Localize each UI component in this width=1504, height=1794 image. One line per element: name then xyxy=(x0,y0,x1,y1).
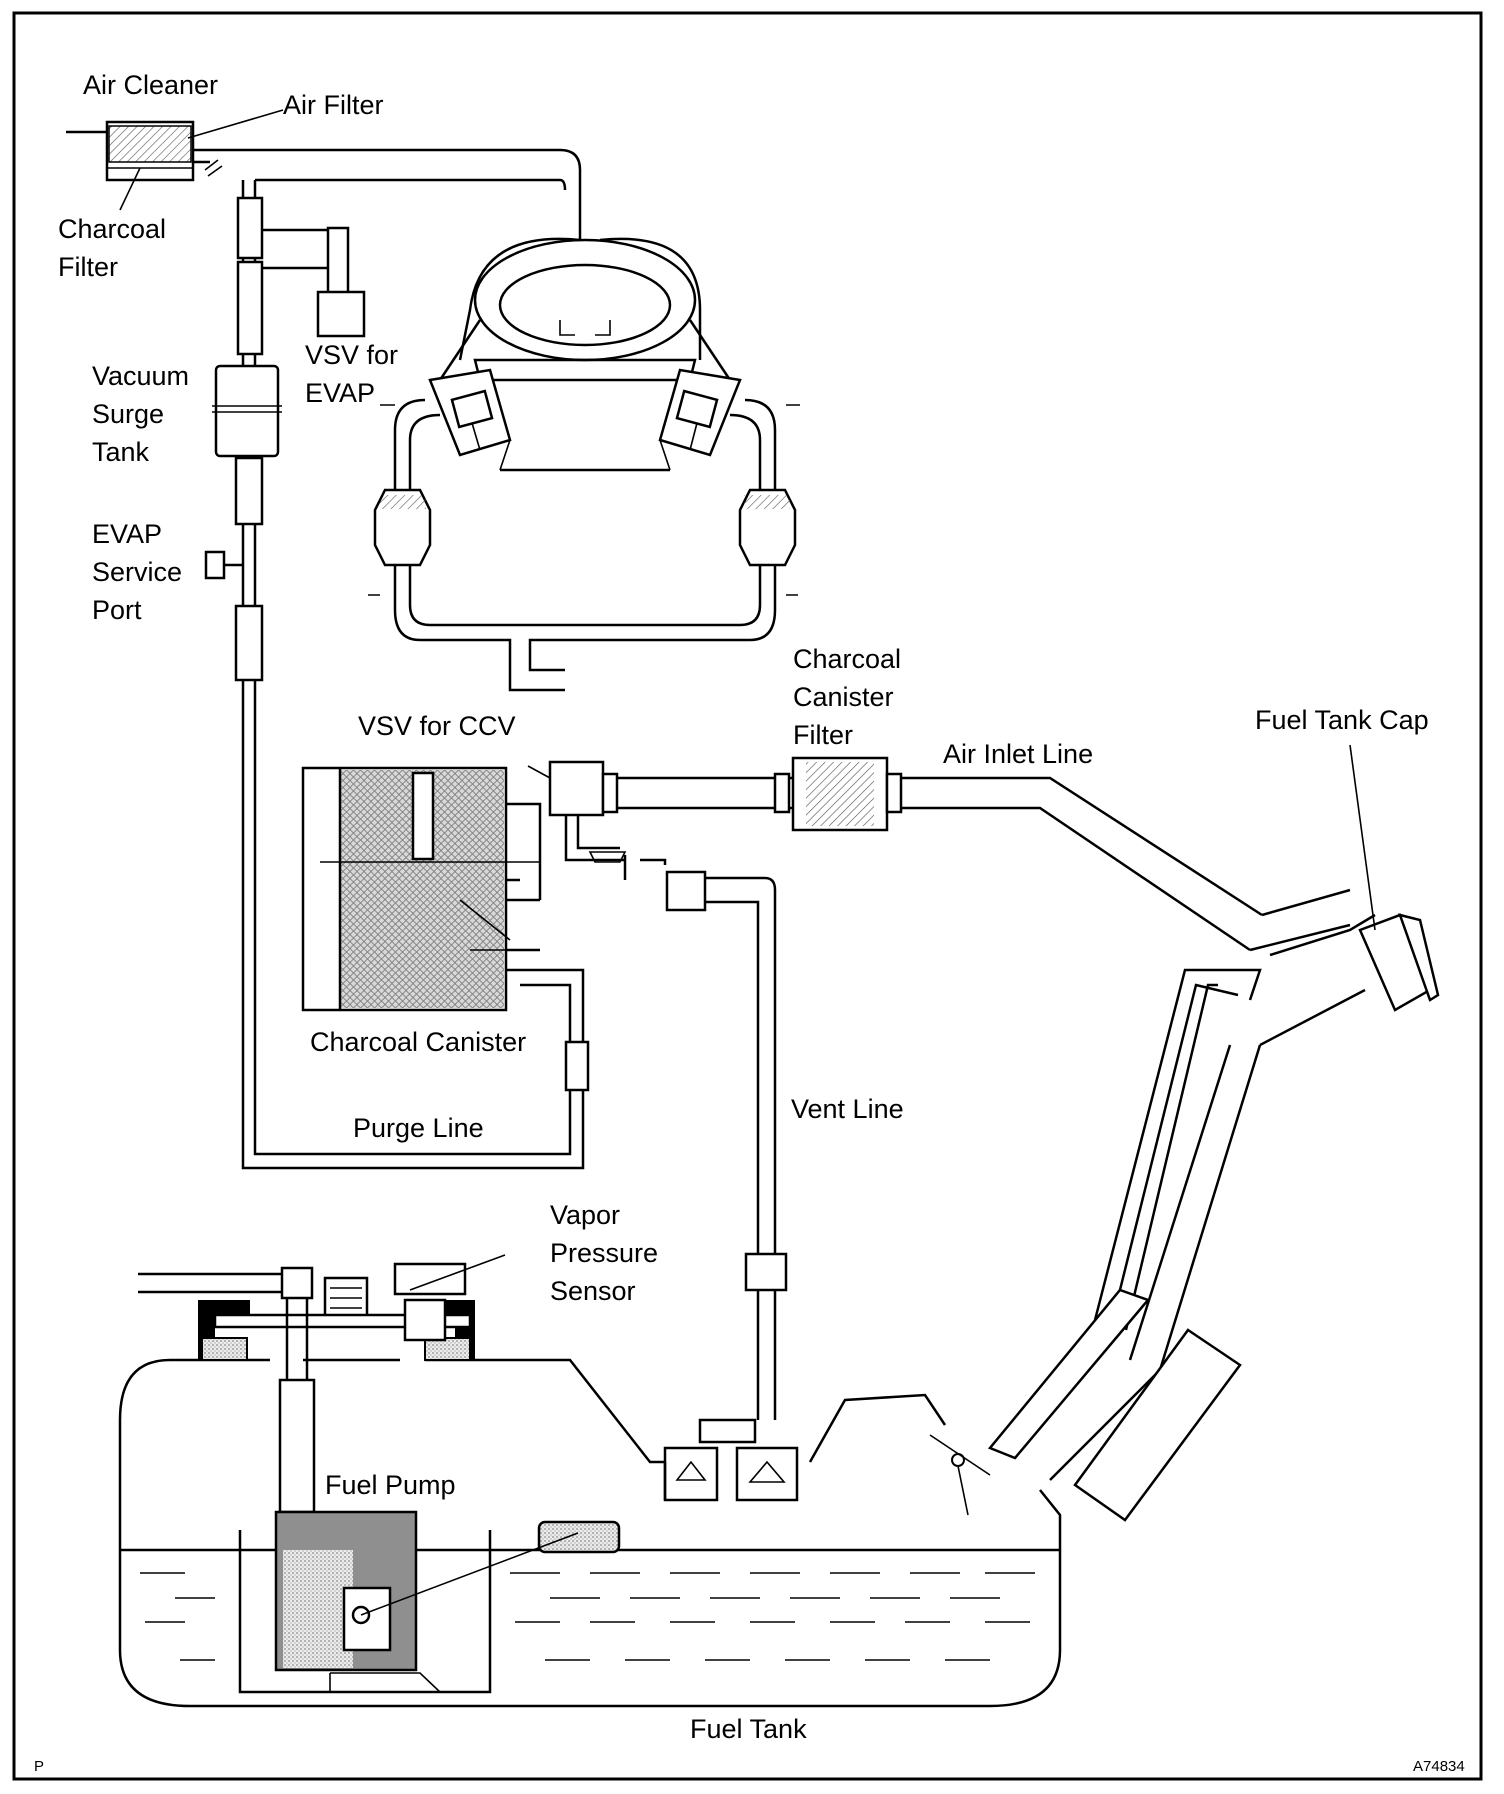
vsv-ccv xyxy=(527,760,800,1420)
label-canister-filter-1: Charcoal xyxy=(793,644,901,674)
label-vacuum-2: Surge xyxy=(92,399,164,429)
figure-code: A74834 xyxy=(1413,1758,1465,1775)
label-vapor-1: Vapor xyxy=(550,1200,620,1230)
diagram-frame xyxy=(12,11,1483,1781)
label-purge-line: Purge Line xyxy=(353,1113,484,1143)
engine xyxy=(368,237,800,692)
label-canister-filter-3: Filter xyxy=(793,720,853,750)
label-air-cleaner: Air Cleaner xyxy=(83,70,218,100)
label-evap-port-3: Port xyxy=(92,595,142,625)
label-evap-port-1: EVAP xyxy=(92,519,162,549)
label-vacuum-3: Tank xyxy=(92,437,150,467)
filler-neck xyxy=(929,913,1440,1522)
charcoal-canister xyxy=(301,766,585,1042)
purge-pipe-vertical xyxy=(204,178,590,1170)
canister-filter xyxy=(791,756,1351,952)
label-vsv-ccv: VSV for CCV xyxy=(358,711,516,741)
label-fuel-pump: Fuel Pump xyxy=(325,1470,456,1500)
label-evap-port-2: Service xyxy=(92,557,182,587)
label-vent-line: Vent Line xyxy=(791,1094,904,1124)
labels: Air Cleaner Air Filter Charcoal Filter V… xyxy=(34,70,1465,1775)
label-charcoal-filter-2: Filter xyxy=(58,252,118,282)
label-vsv-evap-2: EVAP xyxy=(305,378,375,408)
label-vsv-evap-1: VSV for xyxy=(305,340,398,370)
tank-vent-valve xyxy=(663,1418,799,1502)
corner-mark-left: P xyxy=(34,1758,44,1775)
label-canister-filter-2: Canister xyxy=(793,682,894,712)
leader-lines xyxy=(119,109,1376,1291)
fuel-pump-module xyxy=(138,1262,579,1694)
label-vacuum-1: Vacuum xyxy=(92,361,189,391)
label-air-inlet-line: Air Inlet Line xyxy=(943,739,1093,769)
label-fuel-tank: Fuel Tank xyxy=(690,1714,807,1744)
label-charcoal-filter-1: Charcoal xyxy=(58,214,166,244)
label-vapor-2: Pressure xyxy=(550,1238,658,1268)
air-cleaner xyxy=(66,120,582,240)
label-charcoal-canister: Charcoal Canister xyxy=(310,1027,526,1057)
label-vapor-3: Sensor xyxy=(550,1276,636,1306)
label-fuel-tank-cap: Fuel Tank Cap xyxy=(1255,705,1429,735)
fuel-tank xyxy=(118,1358,1062,1708)
label-air-filter: Air Filter xyxy=(283,90,384,120)
